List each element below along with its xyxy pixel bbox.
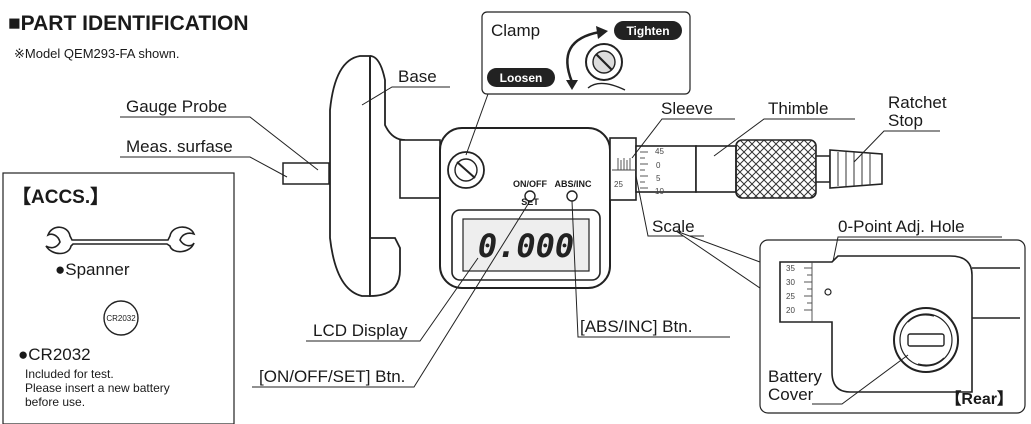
ratchet-stop-label-2: Stop (888, 111, 923, 130)
on-off-set-button[interactable] (524, 190, 536, 202)
battery-cover-slot (907, 333, 945, 347)
cr2032-label: ●CR2032 (18, 345, 91, 364)
rear-label: 【Rear】 (945, 390, 1013, 408)
cr2032-note-3: before use. (25, 395, 85, 409)
zero-point-label: 0-Point Adj. Hole (838, 217, 965, 236)
sleeve-collar (609, 137, 637, 201)
loosen-label: Loosen (500, 71, 543, 85)
lcd-screen (462, 218, 590, 272)
rear-scale-4: 20 (786, 306, 795, 315)
gauge-probe-label: Gauge Probe (126, 97, 227, 116)
tighten-pill (614, 21, 682, 40)
rear-scale-1: 35 (786, 264, 795, 273)
thimble-knurled-grip (735, 139, 817, 199)
base-neck (369, 56, 401, 297)
zero-point-hole[interactable] (824, 288, 832, 296)
page-title: ■PART IDENTIFICATION (8, 12, 249, 35)
tighten-label: Tighten (626, 24, 669, 38)
base-label: Base (398, 67, 437, 86)
ratchet-stop-label-1: Ratchet (888, 93, 947, 112)
on-off-button-text: ON/OFF (513, 179, 547, 189)
abs-inc-button-text: ABS/INC (554, 179, 592, 189)
coin-battery-icon (103, 300, 139, 336)
abs-inc-button[interactable] (566, 190, 578, 202)
clamp-label: Clamp (491, 21, 540, 40)
scale-mark-4: 10 (655, 187, 664, 196)
rear-scale-3: 25 (786, 292, 795, 301)
on-off-set-label: [ON/OFF/SET] Btn. (259, 367, 405, 386)
sleeve (635, 145, 697, 193)
coin-battery-text: CR2032 (106, 314, 136, 323)
ratchet-stop[interactable] (829, 149, 883, 189)
rear-scale-2: 30 (786, 278, 795, 287)
scale-mark-2: 0 (656, 161, 661, 170)
accessories-box (2, 172, 235, 424)
sleeve-mark: 25 (614, 180, 623, 189)
battery-cover-label-2: Cover (768, 385, 814, 404)
scale-mark-1: 45 (655, 147, 664, 156)
spanner-label: ●Spanner (55, 260, 130, 279)
thimble-label: Thimble (768, 99, 828, 118)
meas-surface-label: Meas. surfase (126, 137, 233, 156)
gauge-probe (282, 162, 330, 185)
lcd-value: 0.000 (478, 227, 574, 265)
spanner-icon (45, 226, 196, 255)
scale-mark-3: 5 (656, 174, 661, 183)
battery-cover-label-1: Battery (768, 367, 822, 386)
abs-inc-label: [ABS/INC] Btn. (580, 317, 692, 336)
scale-label: Scale (652, 217, 695, 236)
cr2032-note-2: Please insert a new battery (25, 381, 170, 395)
cr2032-note-1: Included for test. (25, 367, 114, 381)
lcd-display-label: LCD Display (313, 321, 408, 340)
base-plate (329, 55, 371, 297)
clamp-rotation-arrow (566, 30, 601, 83)
accessories-title: 【ACCS.】 (12, 185, 109, 208)
model-note: ※Model QEM293-FA shown. (14, 46, 180, 61)
set-button-text: SET (521, 197, 539, 207)
sleeve-label: Sleeve (661, 99, 713, 118)
loosen-pill (487, 68, 555, 87)
spindle-housing (399, 139, 441, 199)
thimble (695, 145, 737, 193)
